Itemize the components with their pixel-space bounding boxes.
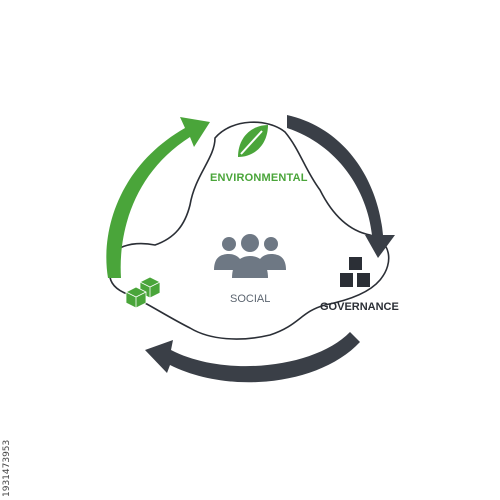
leaf-icon	[238, 125, 268, 157]
dark-arrow-bottom	[145, 332, 360, 383]
governance-label: GOVERNANCE	[320, 301, 399, 313]
dark-arrow-right	[287, 115, 395, 258]
green-arrow	[106, 117, 210, 278]
people-icon	[214, 234, 286, 278]
stacked-blocks-icon	[340, 257, 370, 287]
stock-id-text: 1931473953	[2, 439, 12, 497]
environmental-label: ENVIRONMENTAL	[210, 172, 308, 184]
center-outline	[108, 121, 390, 340]
stock-id-vertical: 1931473953	[2, 385, 16, 497]
green-cubes-icon	[125, 276, 161, 309]
social-label: SOCIAL	[230, 293, 271, 305]
